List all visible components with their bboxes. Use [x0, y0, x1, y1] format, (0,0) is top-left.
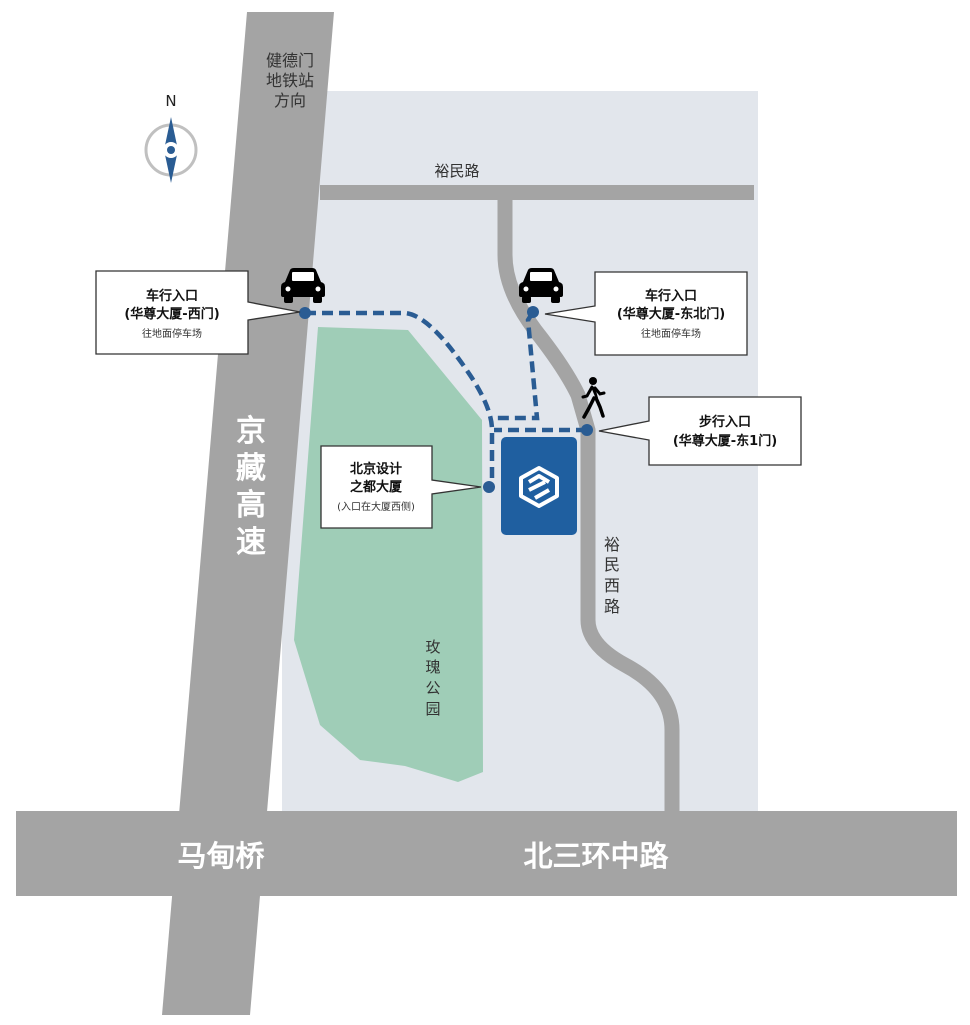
callout-walk-entrance: 步行入口 (华尊大厦-东1门) [598, 396, 802, 466]
jiandemen-line-3: 方向 [274, 91, 306, 110]
rose-park-char-2: 瑰 [425, 658, 440, 676]
walk-subtitle: (华尊大厦-东1门) [673, 433, 777, 449]
rose-park-char-1: 玫 [425, 638, 440, 656]
jingzang-char-3: 高 [236, 488, 266, 523]
yumin-road [320, 185, 754, 200]
rose-park-label: 玫 瑰 公 园 [425, 638, 440, 718]
destination-title-2: 之都大厦 [350, 479, 403, 495]
jingzang-label: 京 藏 高 速 [236, 414, 266, 560]
jiandemen-subway-label: 健德门 地铁站 方向 [266, 51, 314, 110]
callout-west-car-entrance: 车行入口 (华尊大厦-西门) 往地面停车场 [95, 270, 301, 355]
yumin-road-label: 裕民路 [434, 162, 479, 180]
yumin-west-char-4: 路 [604, 597, 620, 616]
west-entrance-dot [299, 307, 311, 319]
northeast-car-subtitle: (华尊大厦-东北门) [617, 306, 725, 322]
callout-northeast-car-entrance: 车行入口 (华尊大厦-东北门) 往地面停车场 [544, 271, 748, 356]
rose-park-char-4: 园 [425, 700, 440, 718]
yumin-west-char-2: 民 [604, 555, 620, 574]
building-logo-icon [519, 466, 559, 508]
callout-destination: 北京设计 之都大厦 (入口在大厦西侧) [320, 445, 482, 529]
jingzang-char-1: 京 [236, 414, 266, 449]
west-car-note: 往地面停车场 [142, 327, 202, 340]
jingzang-char-4: 速 [236, 525, 266, 560]
jingzang-expressway [162, 12, 334, 1015]
rose-park-char-3: 公 [425, 679, 440, 697]
jiandemen-line-1: 健德门 [266, 51, 314, 70]
jingzang-char-2: 藏 [236, 451, 266, 486]
madianqiao-label: 马甸桥 [177, 839, 264, 873]
jiandemen-line-2: 地铁站 [266, 71, 314, 90]
west-car-subtitle: (华尊大厦-西门) [124, 306, 219, 322]
yumin-west-char-1: 裕 [604, 535, 620, 554]
destination-title-1: 北京设计 [350, 461, 402, 477]
north-third-ring-label: 北三环中路 [523, 839, 669, 873]
route-west-entrance [305, 310, 495, 487]
car-icon [281, 268, 325, 303]
walk-title: 步行入口 [699, 414, 751, 430]
car-icon [519, 268, 563, 303]
compass-icon [144, 117, 198, 183]
north-third-ring-road [16, 811, 957, 896]
destination-dot [483, 481, 495, 493]
northeast-car-title: 车行入口 [645, 288, 697, 304]
rose-park-area [294, 327, 483, 782]
walking-person-icon [581, 377, 606, 419]
yumin-west-char-3: 西 [604, 576, 620, 595]
destination-note: (入口在大厦西侧) [337, 500, 415, 513]
yumin-west-road-label: 裕 民 西 路 [604, 535, 620, 616]
compass-north-label: N [165, 92, 176, 110]
northeast-entrance-dot [527, 306, 539, 318]
west-car-title: 车行入口 [146, 288, 198, 304]
northeast-car-note: 往地面停车场 [641, 327, 701, 340]
walk-entrance-dot [581, 424, 593, 436]
